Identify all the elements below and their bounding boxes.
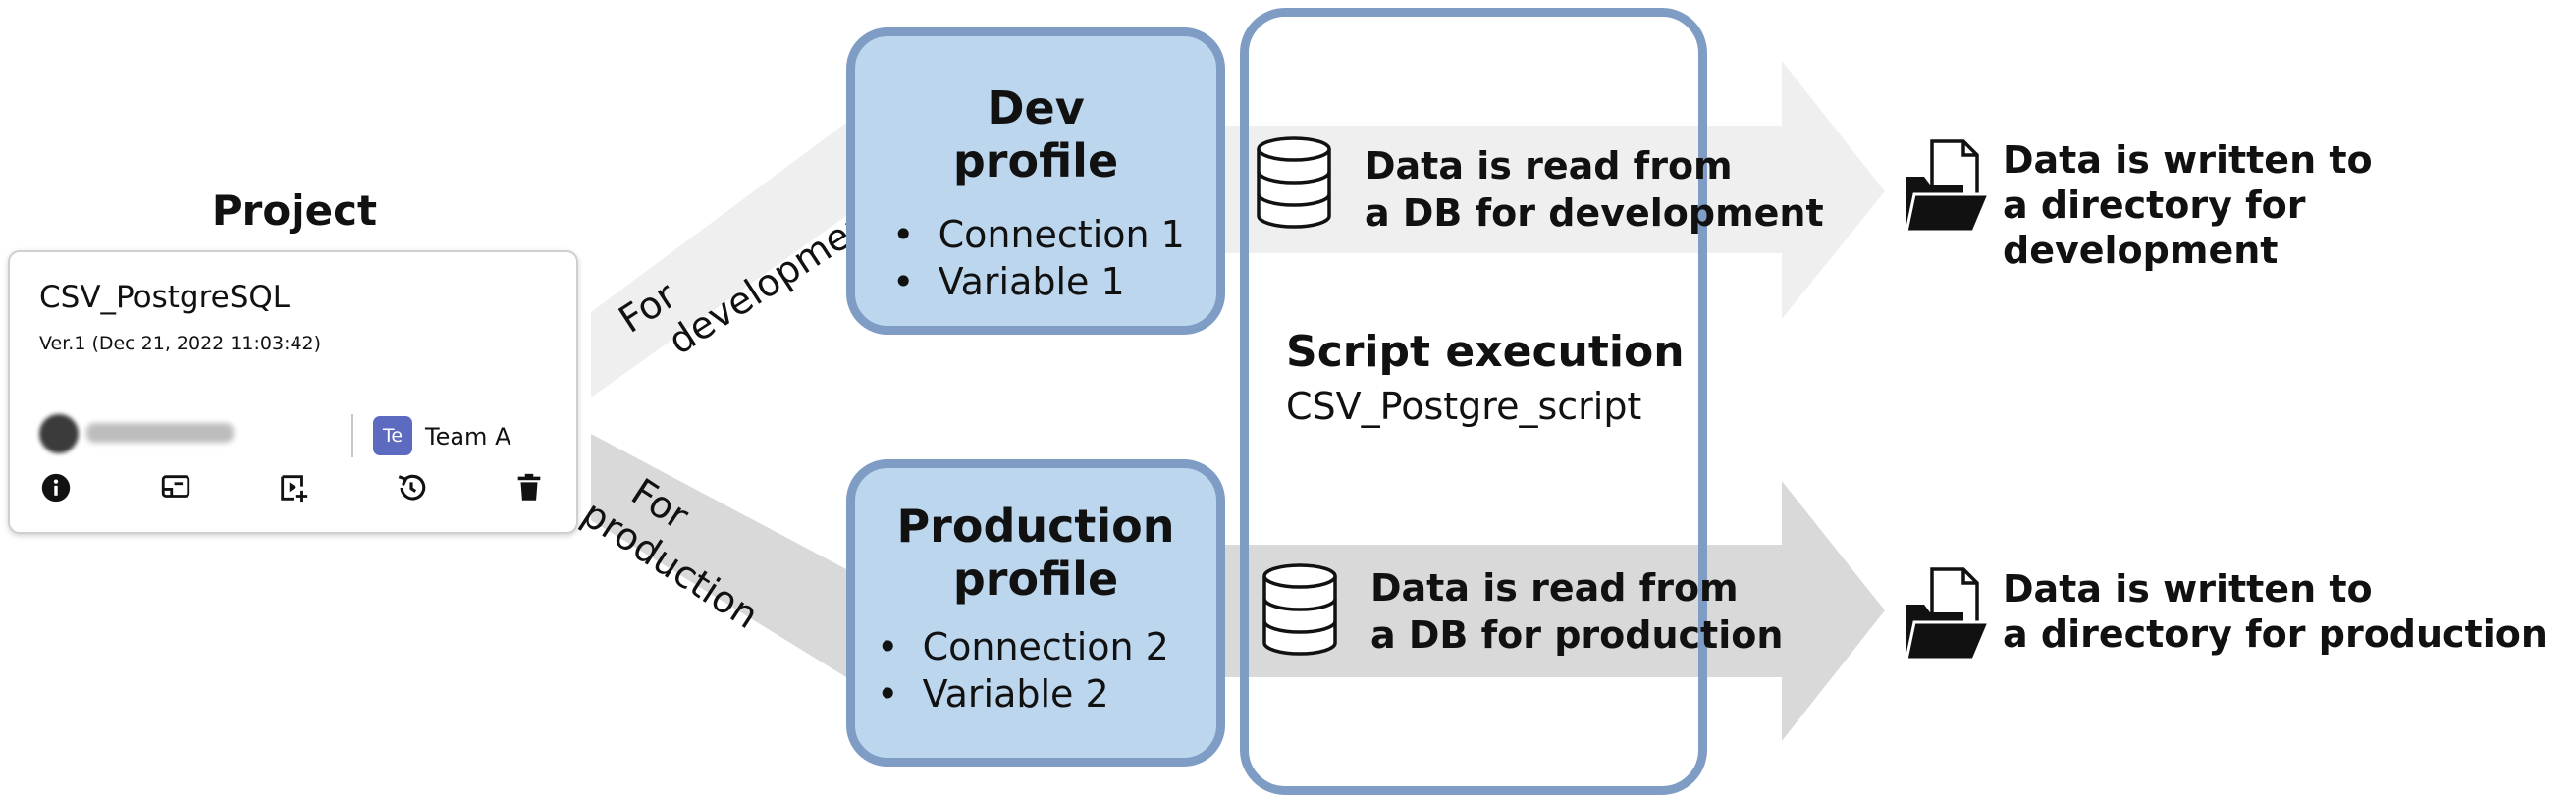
dev-profile-item-1: • Connection 1 [892,213,1185,256]
dev-profile-title-line2: profile [952,134,1119,187]
dev-read-line2: a DB for development [1365,191,1824,235]
prod-read-text: Data is read from a DB for production [1370,564,1783,659]
card-divider [351,414,353,457]
dev-write-line1: Data is written to [2003,138,2373,182]
prod-read-line1: Data is read from [1370,566,1739,610]
prod-write-line2: a directory for production [2003,612,2548,656]
prod-write-text: Data is written to a directory for produ… [2003,566,2548,657]
dev-branch-wedge [591,123,846,398]
run-icon[interactable] [159,471,192,504]
project-title: Project [211,186,378,235]
user-name-blurred [86,423,234,443]
dev-write-line2: a directory for development [2003,184,2306,272]
delete-icon[interactable] [512,471,546,504]
project-card[interactable]: CSV_PostgreSQL Ver.1 (Dec 21, 2022 11:03… [8,250,578,534]
history-icon[interactable] [395,471,428,504]
prod-write-line1: Data is written to [2003,567,2373,610]
prod-profile-box: Production profile • Connection 2 • Vari… [846,459,1225,767]
avatar [39,414,79,453]
dev-read-text: Data is read from a DB for development [1365,142,1824,237]
folder-file-icon [1905,567,1992,662]
project-name: CSV_PostgreSQL [39,280,291,315]
script-title: Script execution [1286,327,1685,377]
dev-profile-box: Dev profile • Connection 1 • Variable 1 [846,27,1225,335]
prod-profile-item-2: • Variable 2 [877,672,1109,716]
prod-profile-item-1: • Connection 2 [877,625,1169,668]
dev-write-text: Data is written to a directory for devel… [2003,137,2576,273]
dev-flow-arrow [1215,61,1885,319]
dev-read-line1: Data is read from [1365,144,1733,187]
prod-profile-title-line2: profile [952,553,1119,606]
project-version: Ver.1 (Dec 21, 2022 11:03:42) [39,333,322,354]
script-name: CSV_Postgre_script [1286,385,1642,428]
prod-branch-wedge [591,434,846,677]
team-badge: Te [373,416,412,455]
dev-profile-title: Dev profile [855,81,1216,187]
database-icon [1262,563,1337,656]
prod-profile-title-line1: Production [896,500,1175,553]
database-icon [1257,136,1331,229]
dev-profile-item-2: • Variable 1 [892,260,1125,303]
dev-profile-title-line1: Dev [987,81,1085,134]
prod-profile-title: Production profile [855,500,1216,606]
folder-file-icon [1905,139,1992,234]
info-icon[interactable] [39,471,73,504]
add-schedule-icon[interactable] [277,471,310,504]
script-execution-box [1240,8,1707,795]
prod-flow-arrow [1215,481,1885,741]
prod-read-line2: a DB for production [1370,613,1784,657]
team-name: Team A [425,423,511,450]
